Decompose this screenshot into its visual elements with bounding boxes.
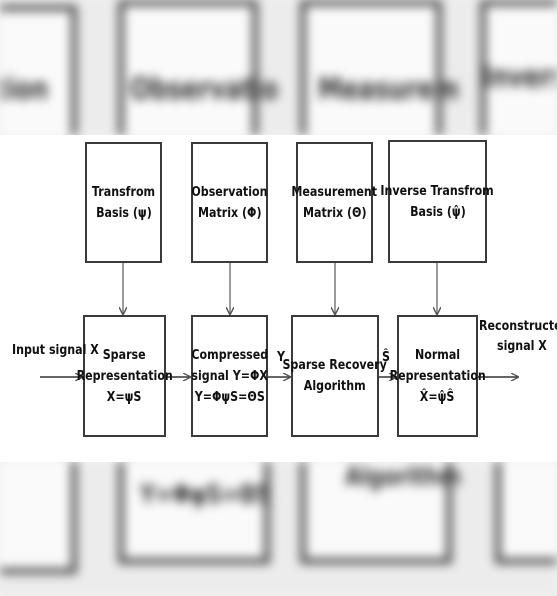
transform-basis-box: Transfrom Basis (ψ) — [85, 142, 162, 263]
box-label-line: Matrix (Φ) — [197, 204, 262, 221]
arrow-layer — [40, 263, 557, 462]
box-label-line: Normal — [414, 346, 461, 363]
normal-representation-box: Normal Representation X̂=ψ̂Ŝ — [389, 315, 486, 437]
box-label-line: Representation — [76, 367, 173, 384]
box-label-line: Transfrom — [91, 183, 156, 200]
diagram-panel: Transfrom Basis (ψ) Observation Matrix (… — [0, 135, 557, 462]
input-signal-label: Input signal X — [12, 342, 99, 358]
blurred-backdrop-top: tion Observatio Measurem Inverse T — [0, 0, 557, 135]
sparse-recovery-algorithm-box: Sparse Recovery Algorithm — [283, 315, 387, 437]
inverse-transform-basis-box: Inverse Transfrom Basis (ψ̂) — [381, 140, 494, 263]
box-label-line: Y=ΦψS=ΘS — [194, 388, 265, 405]
box-label-line: Representation — [389, 367, 486, 384]
compressed-signal-box: Compressed signal Y=ΦX Y=ΦψS=ΘS — [191, 315, 268, 437]
box-label-line: Basis (ψ̂) — [409, 203, 466, 220]
box-label-line: Sparse Recovery — [282, 357, 388, 373]
box-label-line: X=ψS — [107, 388, 142, 405]
observation-matrix-box: Observation Matrix (Φ) — [191, 142, 268, 263]
box-label-line: Compressed — [191, 346, 268, 363]
box-label-line: Algorithm — [304, 378, 366, 394]
box-label-line: X̂=ψ̂Ŝ — [420, 388, 455, 405]
y-label: Y — [277, 349, 286, 365]
box-label-line: Observation — [191, 183, 268, 200]
box-label-line: Sparse — [103, 346, 146, 363]
box-label-line: signal Y=ΦX — [191, 367, 268, 384]
s-hat-label: Ŝ — [382, 349, 390, 365]
box-label-line: Inverse Transfrom — [380, 182, 495, 199]
box-label-line: Measurement — [291, 183, 378, 200]
measurement-matrix-box: Measurement Matrix (Θ) — [292, 142, 377, 263]
reconstructed-label: Reconstructed — [479, 318, 557, 334]
box-label-line: Basis (ψ) — [95, 204, 152, 221]
blurred-backdrop-bottom: Y=ΦψS=ΘS Algorithm — [0, 462, 557, 596]
reconstructed-signal-label: signal X — [497, 338, 547, 354]
box-label-line: Matrix (Θ) — [302, 204, 367, 221]
sparse-representation-box: Sparse Representation X=ψS — [76, 315, 173, 437]
